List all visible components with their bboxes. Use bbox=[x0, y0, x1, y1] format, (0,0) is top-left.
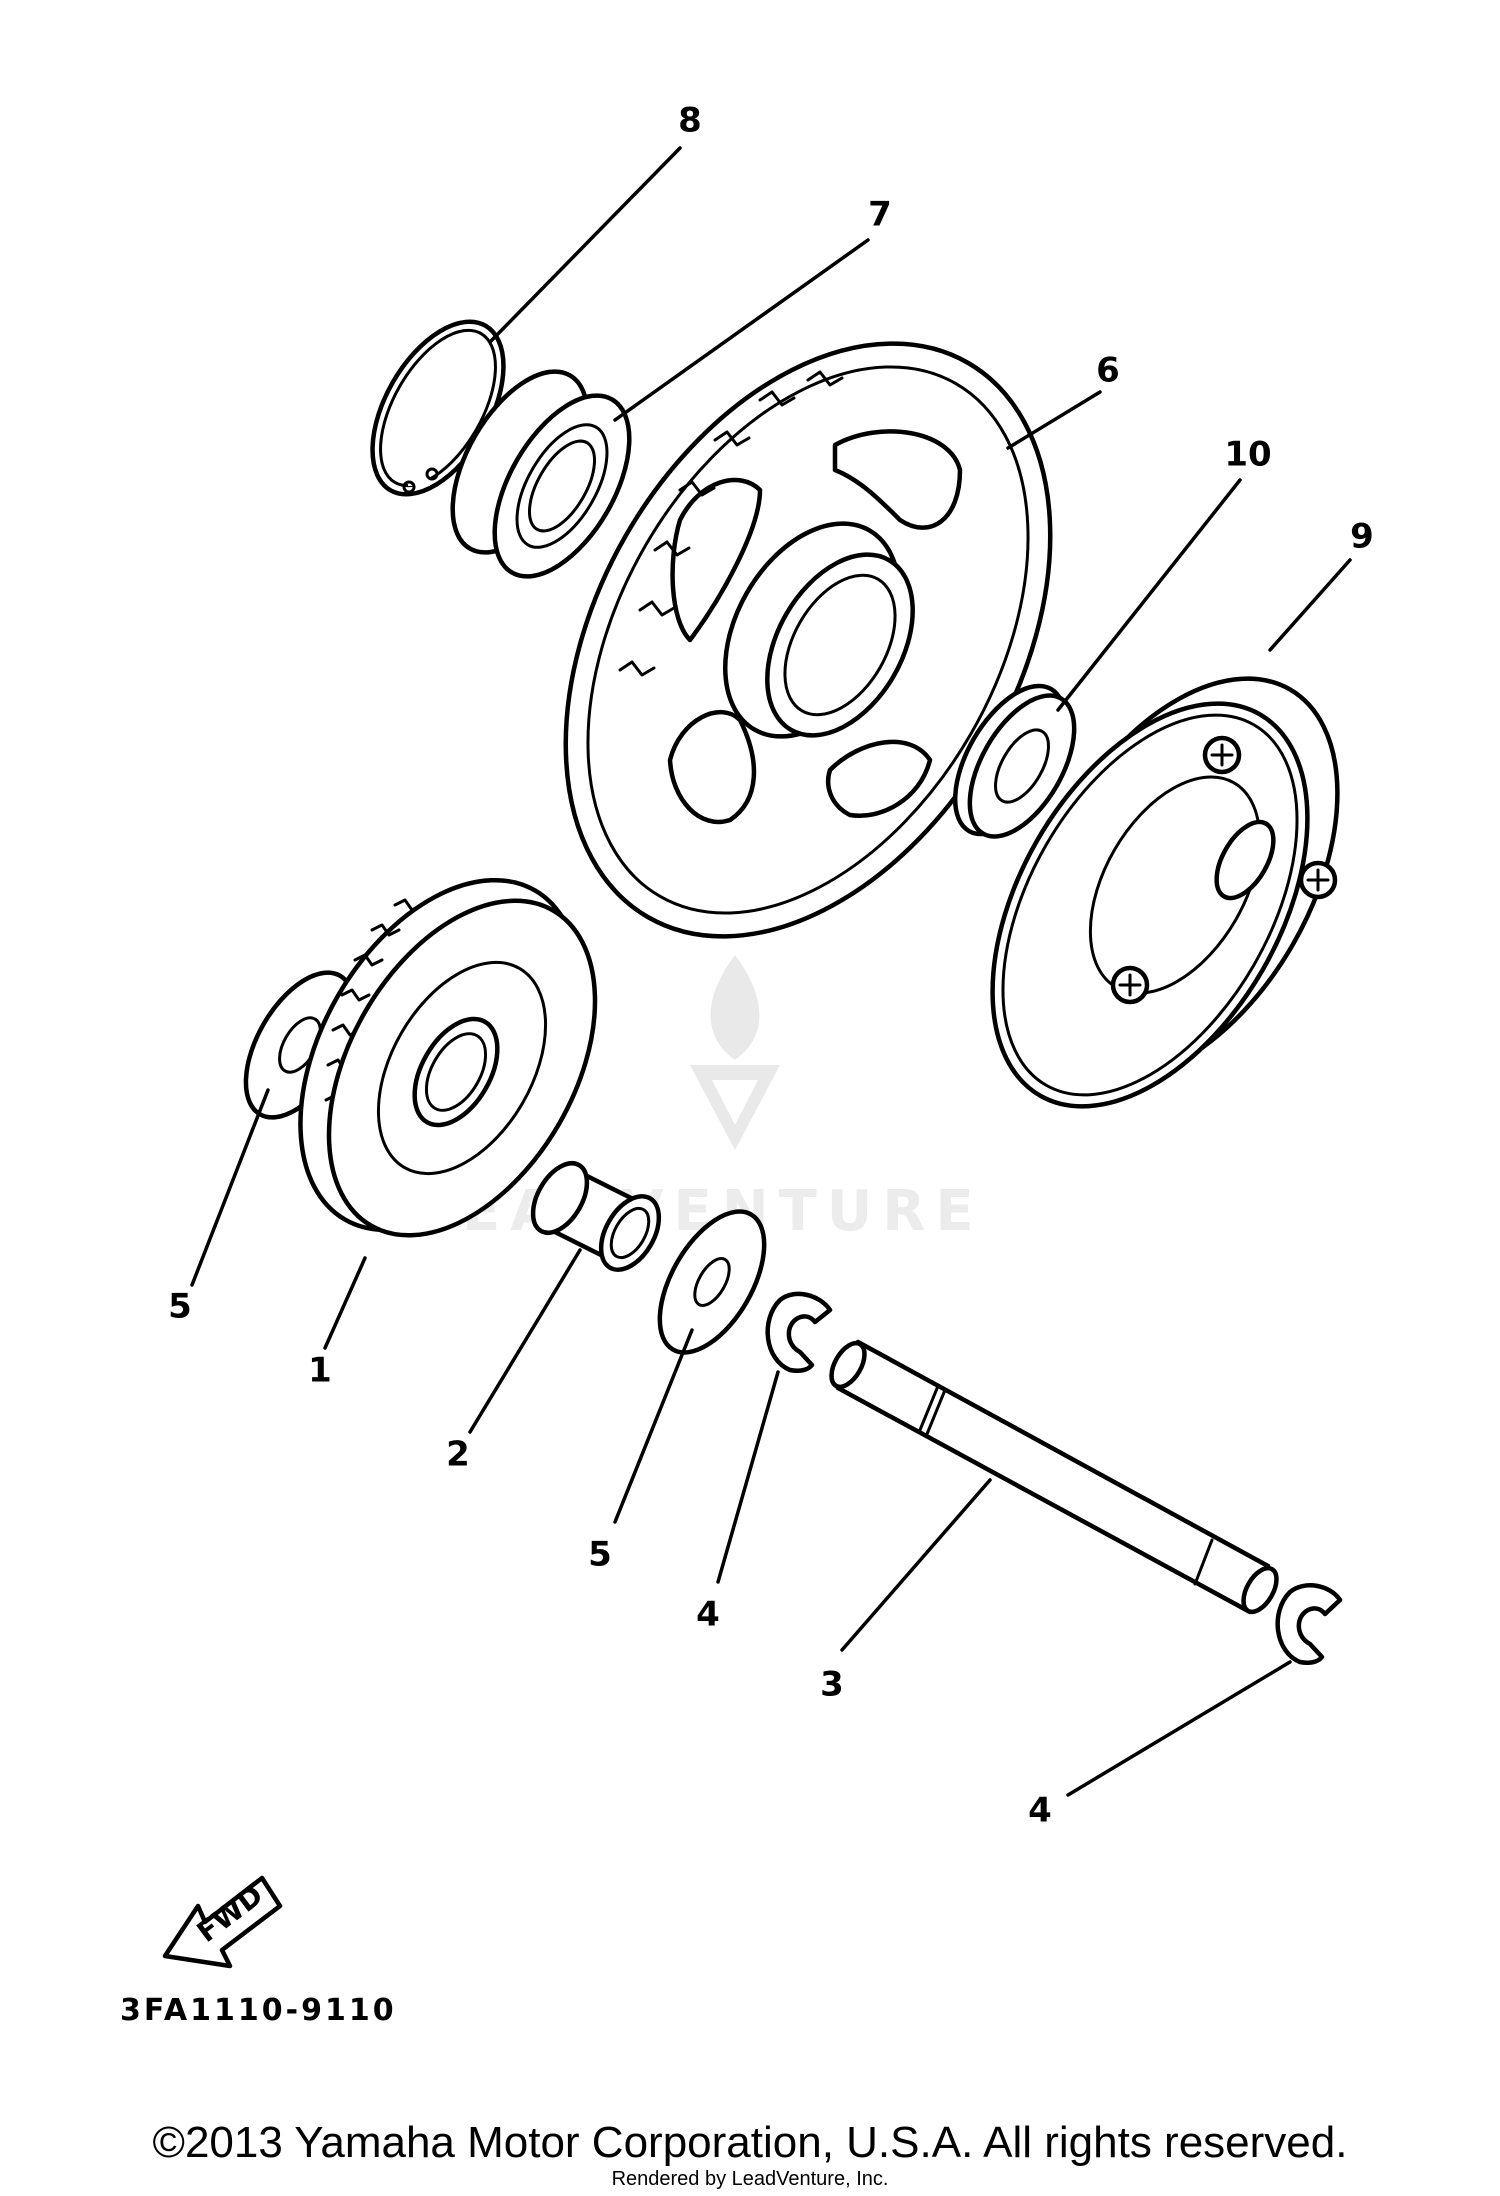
callout-5-center: 5 bbox=[588, 1535, 612, 1575]
callout-8: 8 bbox=[678, 101, 702, 141]
callout-7: 7 bbox=[868, 195, 892, 235]
part-9-starter-clutch bbox=[990, 676, 1340, 1109]
callout-10: 10 bbox=[1224, 435, 1271, 475]
callout-1: 1 bbox=[308, 1351, 332, 1391]
copyright-notice: ©2013 Yamaha Motor Corporation, U.S.A. A… bbox=[152, 2118, 1348, 2167]
callout-5-left: 5 bbox=[168, 1287, 192, 1327]
callouts: 8 7 6 10 9 5 1 2 5 4 3 4 bbox=[168, 101, 1374, 1831]
callout-2: 2 bbox=[446, 1435, 470, 1475]
rendered-by-credit: Rendered by LeadVenture, Inc. bbox=[611, 2168, 889, 2190]
part-4-eclip-lower bbox=[1275, 1583, 1343, 1666]
part-4-eclip-upper bbox=[765, 1291, 833, 1374]
callout-6: 6 bbox=[1096, 351, 1120, 391]
callout-4-upper: 4 bbox=[696, 1595, 720, 1635]
callout-3: 3 bbox=[820, 1665, 844, 1705]
part-2-needle-bearing bbox=[530, 1161, 662, 1272]
callout-9: 9 bbox=[1350, 517, 1374, 557]
fwd-arrow-icon: FWD bbox=[162, 1875, 283, 1969]
part-10-washer bbox=[952, 683, 1077, 839]
leader-lines bbox=[190, 146, 1352, 1797]
part-5-washer-center bbox=[657, 1209, 767, 1355]
callout-4-lower: 4 bbox=[1028, 1791, 1052, 1831]
part-3-shaft bbox=[829, 1339, 1279, 1615]
diagram-part-number: 3FA1110-9110 bbox=[120, 1993, 397, 2028]
part-1-idler-gear bbox=[298, 877, 598, 1238]
part-7-bearing bbox=[450, 369, 632, 579]
